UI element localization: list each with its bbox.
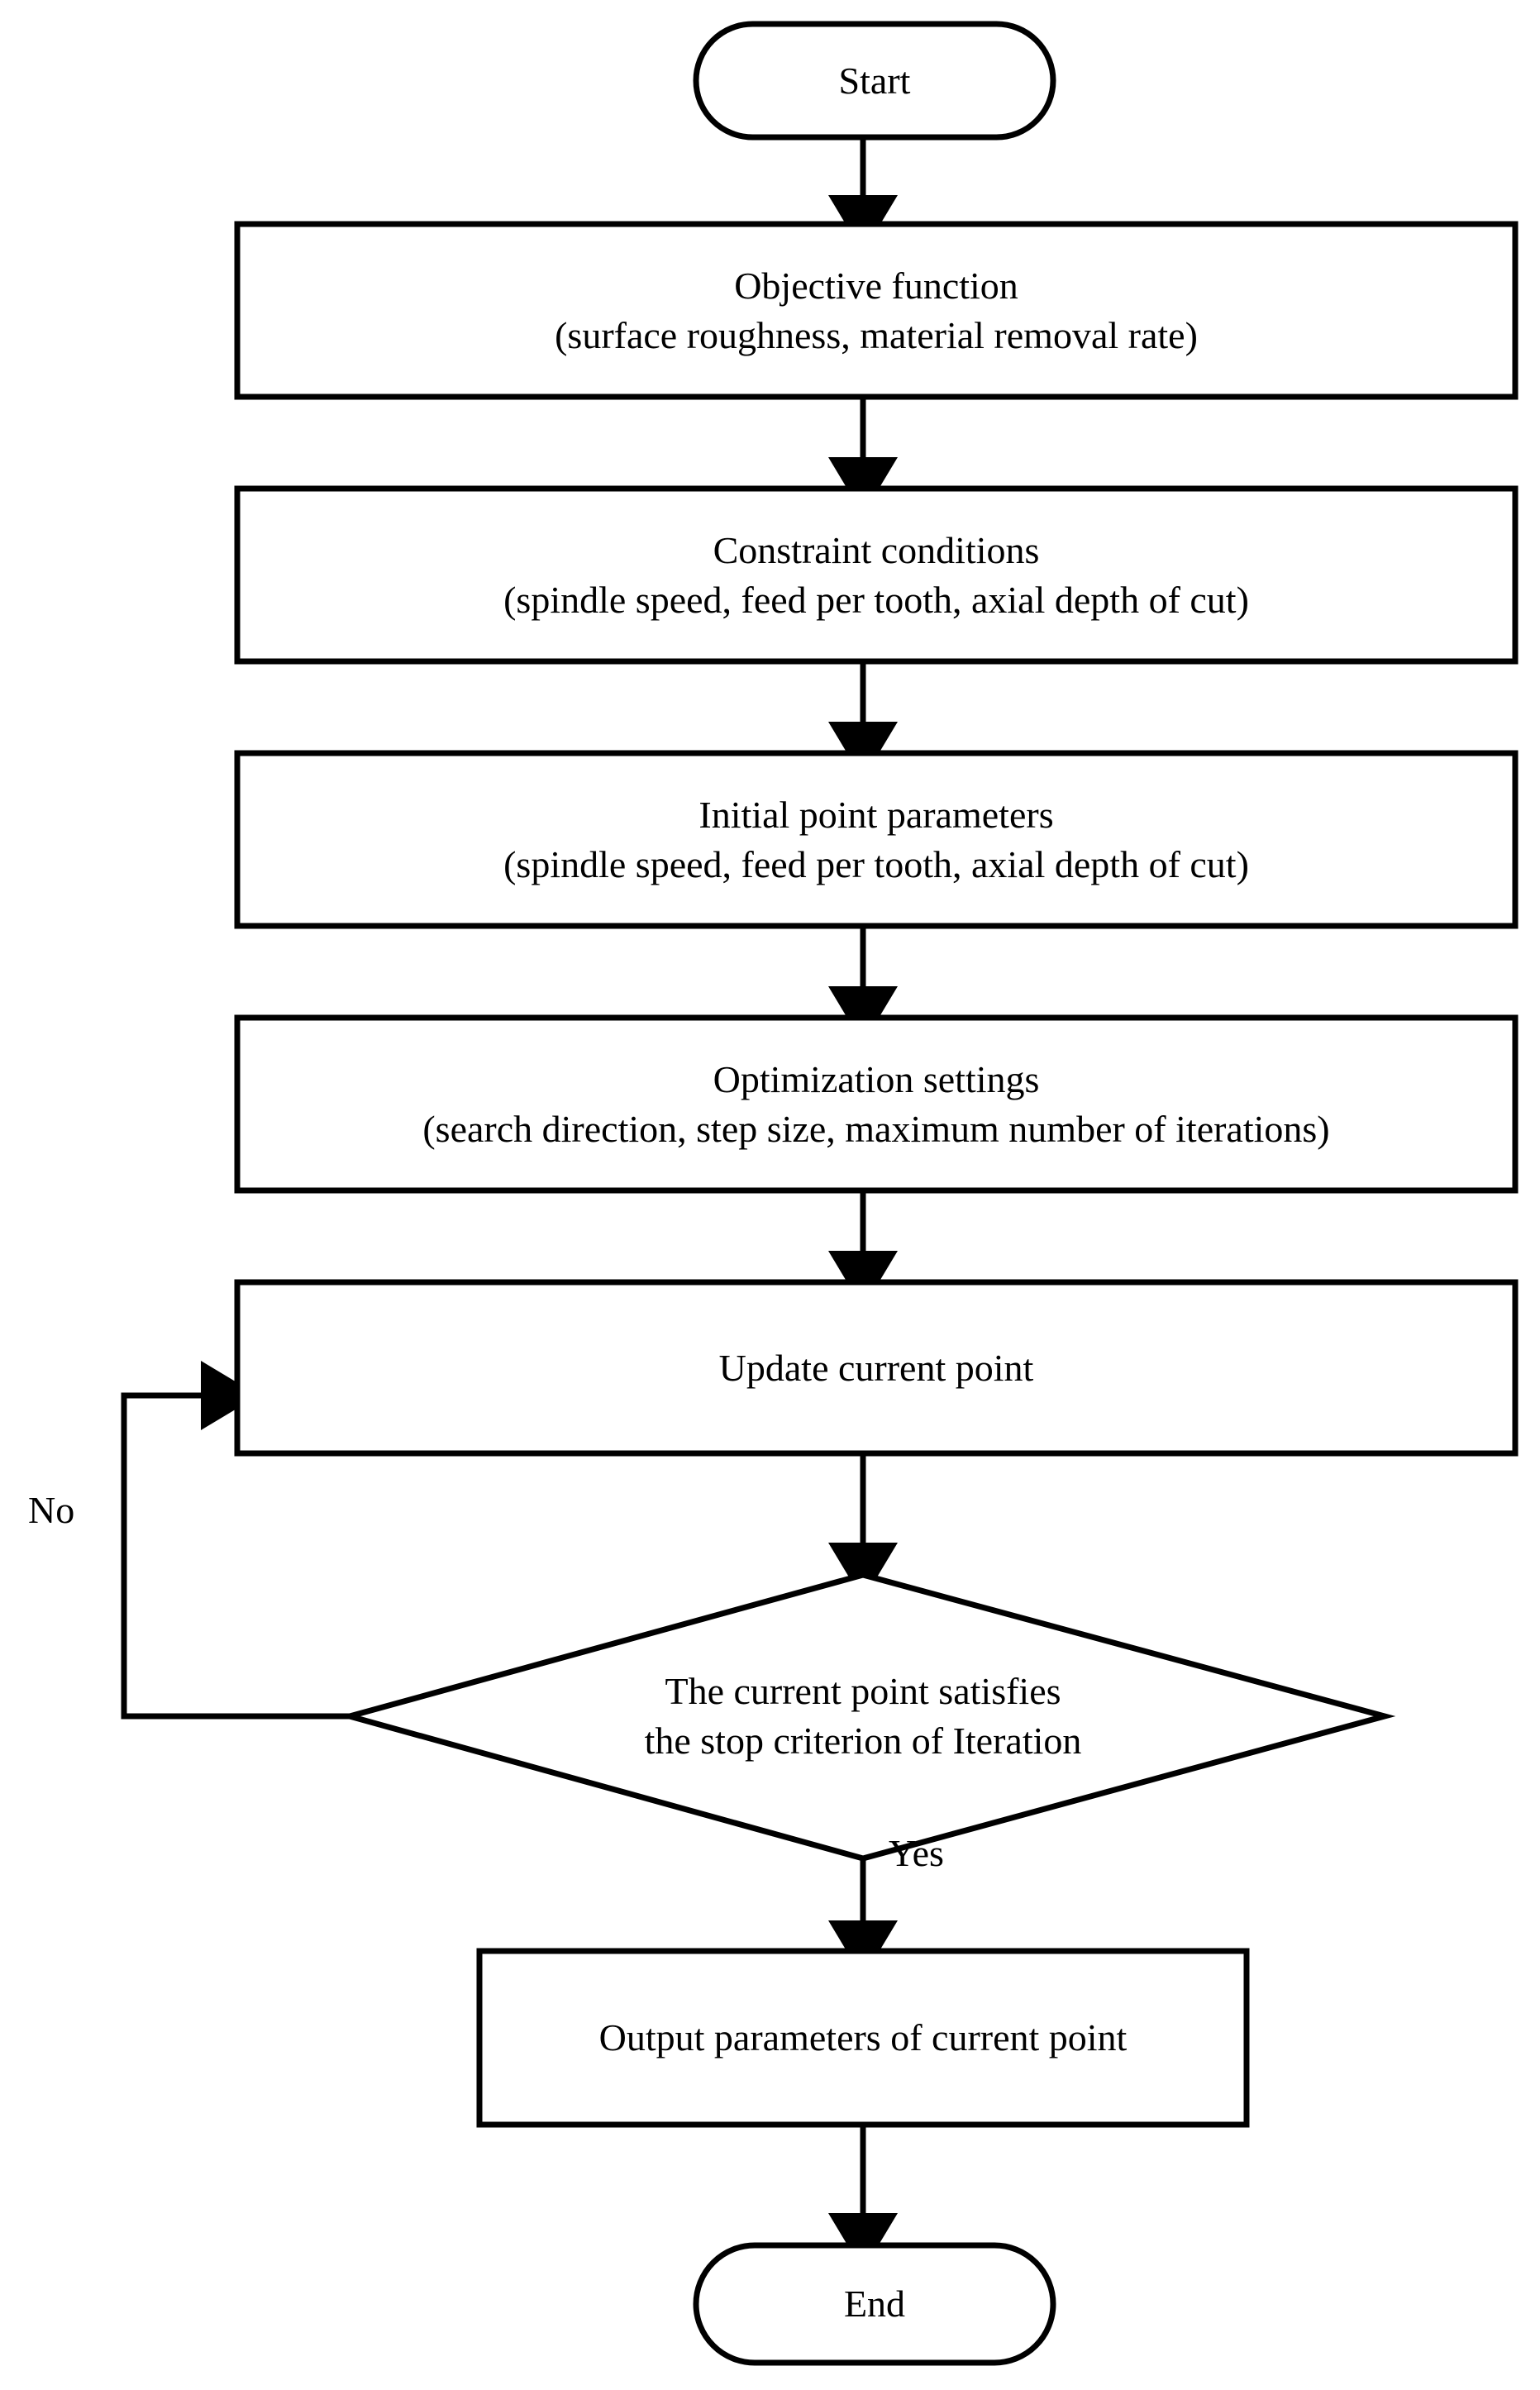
shape-end-terminal — [693, 2242, 1056, 2366]
shape-settings-process — [234, 1014, 1519, 1194]
edge-label-yes: Yes — [889, 1832, 944, 1874]
shape-initial-process — [234, 750, 1519, 929]
shape-update-process — [234, 1279, 1519, 1457]
edge-decision-no-feedback — [121, 1361, 350, 1720]
edge-label-no: No — [28, 1489, 75, 1531]
shape-start-terminal — [693, 21, 1056, 141]
shape-output-process — [476, 1948, 1250, 2128]
shape-decision-diamond — [338, 1572, 1396, 1862]
connector-group — [121, 137, 898, 2271]
shape-objective-process — [234, 221, 1519, 400]
shape-constraints-process — [234, 485, 1519, 665]
